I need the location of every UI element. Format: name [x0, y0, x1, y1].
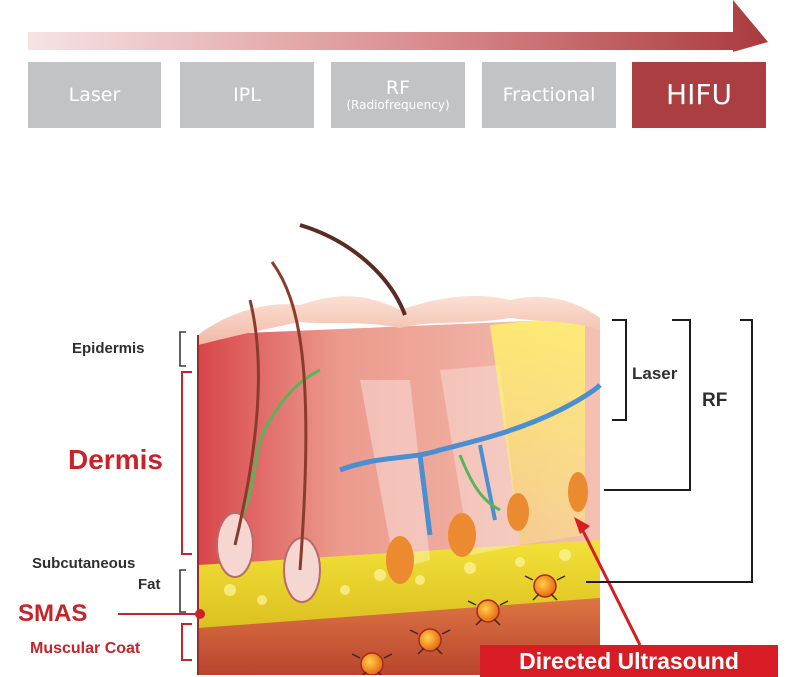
directed-ultrasound-badge: Directed Ultrasound: [480, 645, 778, 677]
tab-laser: Laser: [28, 62, 161, 128]
label-depth-rf: RF: [702, 390, 728, 411]
tab-fractional-label: Fractional: [502, 84, 596, 106]
progress-arrow: [28, 0, 768, 52]
tab-ipl-label: IPL: [233, 84, 261, 106]
tab-fractional: Fractional: [482, 62, 616, 128]
tab-hifu-label: HIFU: [666, 78, 732, 111]
label-smas: SMAS: [18, 600, 88, 627]
tab-rf: RF (Radiofrequency): [331, 62, 465, 128]
tab-rf-label: RF: [385, 77, 411, 99]
tab-hifu: HIFU: [632, 62, 766, 128]
label-subcutaneous-2: Fat: [138, 576, 161, 593]
label-depth-laser: Laser: [632, 364, 678, 383]
tab-rf-sublabel: (Radiofrequency): [346, 98, 450, 112]
label-muscular-coat: Muscular Coat: [30, 640, 141, 657]
skin-cross-section: [118, 223, 753, 675]
tab-laser-label: Laser: [68, 84, 121, 106]
label-dermis: Dermis: [68, 444, 163, 475]
label-epidermis: Epidermis: [72, 340, 145, 357]
label-subcutaneous-1: Subcutaneous: [32, 555, 136, 572]
tab-ipl: IPL: [180, 62, 314, 128]
